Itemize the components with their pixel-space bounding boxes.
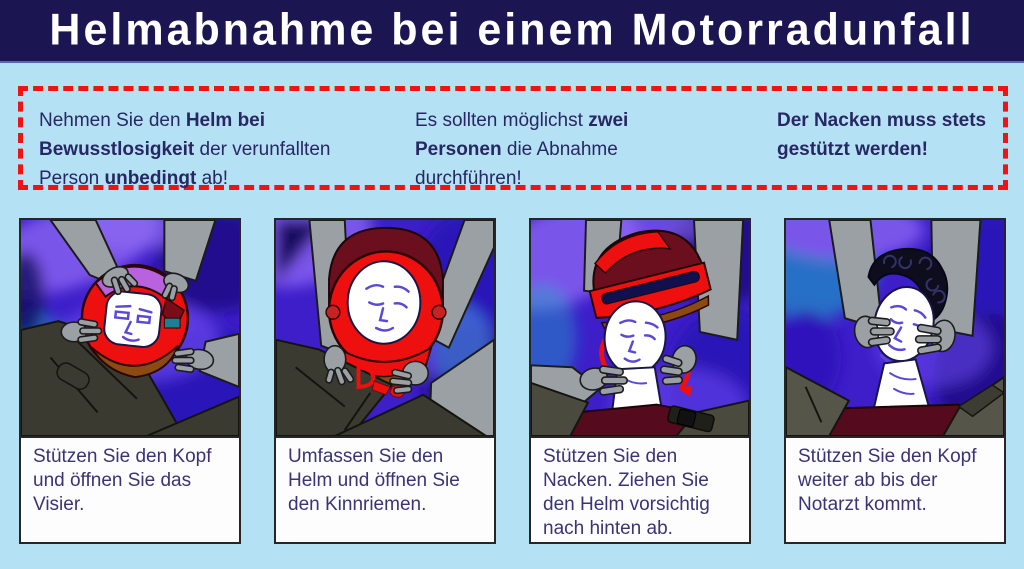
notice-remove-helmet: Nehmen Sie den Helm bei Bewusstlosigkeit… <box>39 110 331 189</box>
title-bar: Helmabnahme bei einem Motorradunfall <box>0 0 1024 63</box>
step-caption-2: Umfassen Sie den Helm und öffnen Sie den… <box>276 438 494 540</box>
step-caption-4: Stützen Sie den Kopf weiter ab bis der N… <box>786 438 1004 540</box>
notice-two-persons: Es sollten möglichst zwei Personen die A… <box>415 110 629 189</box>
page-title: Helmabnahme bei einem Motorradunfall <box>49 5 975 55</box>
step-caption-1: Stützen Sie den Kopf und öffnen Sie das … <box>21 438 239 540</box>
illustration-pull-helmet-back <box>531 220 749 438</box>
step-panel-4: Stützen Sie den Kopf weiter ab bis der N… <box>784 218 1006 544</box>
illustration-open-chin-strap <box>276 220 494 438</box>
step-caption-3: Stützen Sie den Nacken. Ziehen Sie den H… <box>531 438 749 540</box>
warning-notice-box: Nehmen Sie den Helm bei Bewusstlosigkeit… <box>18 86 1008 190</box>
illustration-open-visor <box>21 220 239 438</box>
step-panel-3: Stützen Sie den Nacken. Ziehen Sie den H… <box>529 218 751 544</box>
illustration-support-head <box>786 220 1004 438</box>
notice-support-neck: Der Nacken muss stets gestützt werden! <box>777 110 987 160</box>
step-panel-2: Umfassen Sie den Helm und öffnen Sie den… <box>274 218 496 544</box>
step-panel-1: Stützen Sie den Kopf und öffnen Sie das … <box>19 218 241 544</box>
